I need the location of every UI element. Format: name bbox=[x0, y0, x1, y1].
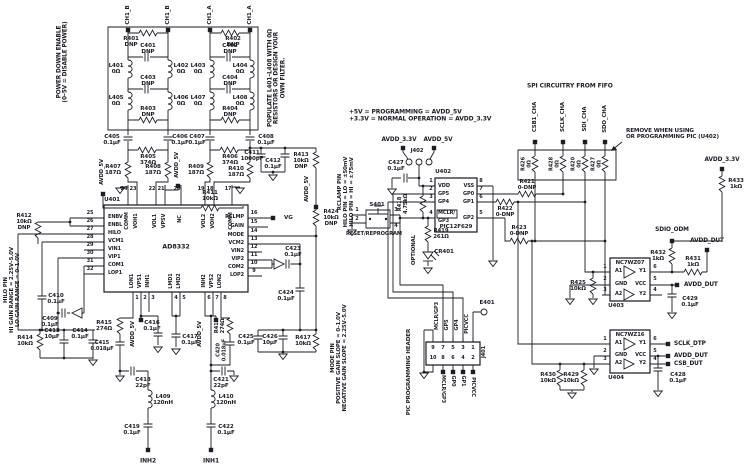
j401-body bbox=[426, 342, 480, 365]
u402-body bbox=[435, 178, 477, 232]
buffer-icon bbox=[624, 359, 634, 369]
gain-mode-network bbox=[253, 218, 320, 360]
buffer-icon bbox=[624, 338, 635, 350]
u401-pins bbox=[84, 185, 268, 312]
buffer-icon bbox=[624, 266, 635, 278]
u404-body bbox=[610, 330, 650, 373]
filter-network bbox=[115, 29, 320, 352]
prog-header bbox=[419, 330, 473, 379]
spi-resistor-box bbox=[518, 150, 616, 180]
junction-dots bbox=[38, 146, 674, 374]
filter-box bbox=[108, 27, 258, 130]
spi-interface bbox=[493, 142, 726, 399]
left-bias-network bbox=[18, 196, 243, 366]
terminal-pads[interactable] bbox=[100, 27, 725, 453]
pic-programmer bbox=[347, 150, 498, 342]
input-networks bbox=[115, 312, 239, 448]
u403-body bbox=[610, 258, 650, 301]
component-outlines bbox=[104, 27, 650, 373]
u401-body bbox=[104, 205, 248, 292]
mclr-frame bbox=[437, 210, 457, 218]
buffer-icon bbox=[624, 289, 634, 300]
